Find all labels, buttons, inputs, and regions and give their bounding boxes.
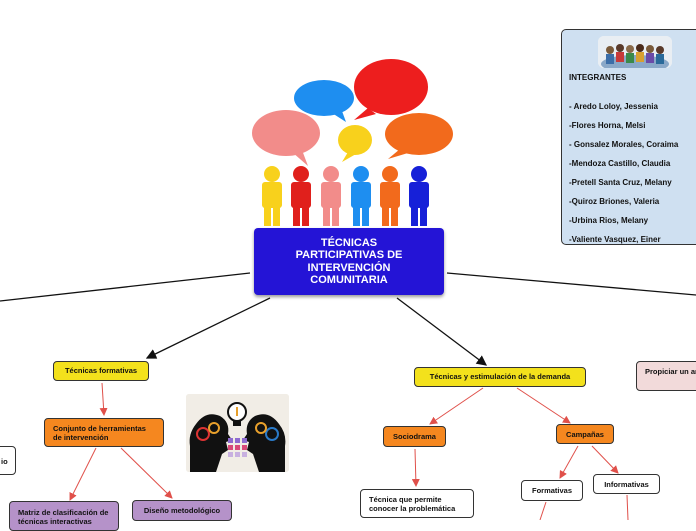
node-sociodrama[interactable]: Sociodrama: [383, 426, 446, 447]
person-yellow-icon: [262, 166, 282, 226]
speech-bubble-blue: [294, 80, 354, 122]
central-topic[interactable]: TÉCNICAS PARTICIPATIVAS DE INTERVENCIÓN …: [254, 228, 444, 295]
speech-bubble-orange: [385, 113, 453, 159]
node-campanas[interactable]: Campañas: [556, 424, 614, 444]
member-item: -Valiente Vasquez, Einer: [569, 235, 661, 244]
brain-thinking-image: [186, 394, 289, 472]
members-heading: INTEGRANTES: [569, 73, 627, 82]
person-red-icon: [291, 166, 311, 226]
person-darkblue-icon: [409, 166, 429, 226]
person-blue-icon: [351, 166, 371, 226]
connector-lines: [0, 272, 696, 520]
member-item: -Mendoza Castillo, Claudia: [569, 159, 671, 168]
node-tecnica-permite[interactable]: Técnica que permite conocer la problemát…: [360, 489, 474, 518]
member-item: -Flores Horna, Melsi: [569, 121, 646, 130]
member-item: -Quiroz Briones, Valeria: [569, 197, 660, 206]
speech-bubble-pink: [252, 110, 320, 166]
members-list: - Aredo Loloy, Jessenia -Flores Horna, M…: [569, 97, 696, 249]
node-left-cut[interactable]: io: [0, 446, 16, 475]
member-item: -Urbina Rios, Melany: [569, 216, 649, 225]
person-pink-icon: [321, 166, 341, 226]
member-item: - Aredo Loloy, Jessenia: [569, 102, 658, 111]
node-tecnicas-formativas[interactable]: Técnicas formativas: [53, 361, 149, 381]
node-formativas[interactable]: Formativas: [521, 480, 583, 501]
node-matriz-clasificacion[interactable]: Matriz de clasificación de técnicas inte…: [9, 501, 119, 531]
speech-bubble-yellow: [338, 125, 372, 162]
node-conjunto-herramientas[interactable]: Conjunto de herramientas de intervención: [44, 418, 164, 447]
central-topic-label: TÉCNICAS PARTICIPATIVAS DE INTERVENCIÓN …: [295, 236, 403, 287]
people-speech-bubbles-illustration: [252, 59, 453, 226]
group-photo: [598, 36, 672, 68]
node-tecnicas-demanda[interactable]: Técnicas y estimulación de la demanda: [414, 367, 586, 387]
person-orange-icon: [380, 166, 400, 226]
node-propiciar-ambiente[interactable]: Propiciar un ambiente de confianza: [636, 361, 696, 391]
member-item: -Pretell Santa Cruz, Melany: [569, 178, 672, 187]
speech-bubble-red: [354, 59, 428, 120]
member-item: - Gonsalez Morales, Coraima: [569, 140, 679, 149]
node-informativas[interactable]: Informativas: [593, 474, 660, 494]
members-panel[interactable]: INTEGRANTES - Aredo Loloy, Jessenia -Flo…: [561, 29, 696, 245]
node-diseno-metodologico[interactable]: Diseño metodológico: [132, 500, 232, 521]
